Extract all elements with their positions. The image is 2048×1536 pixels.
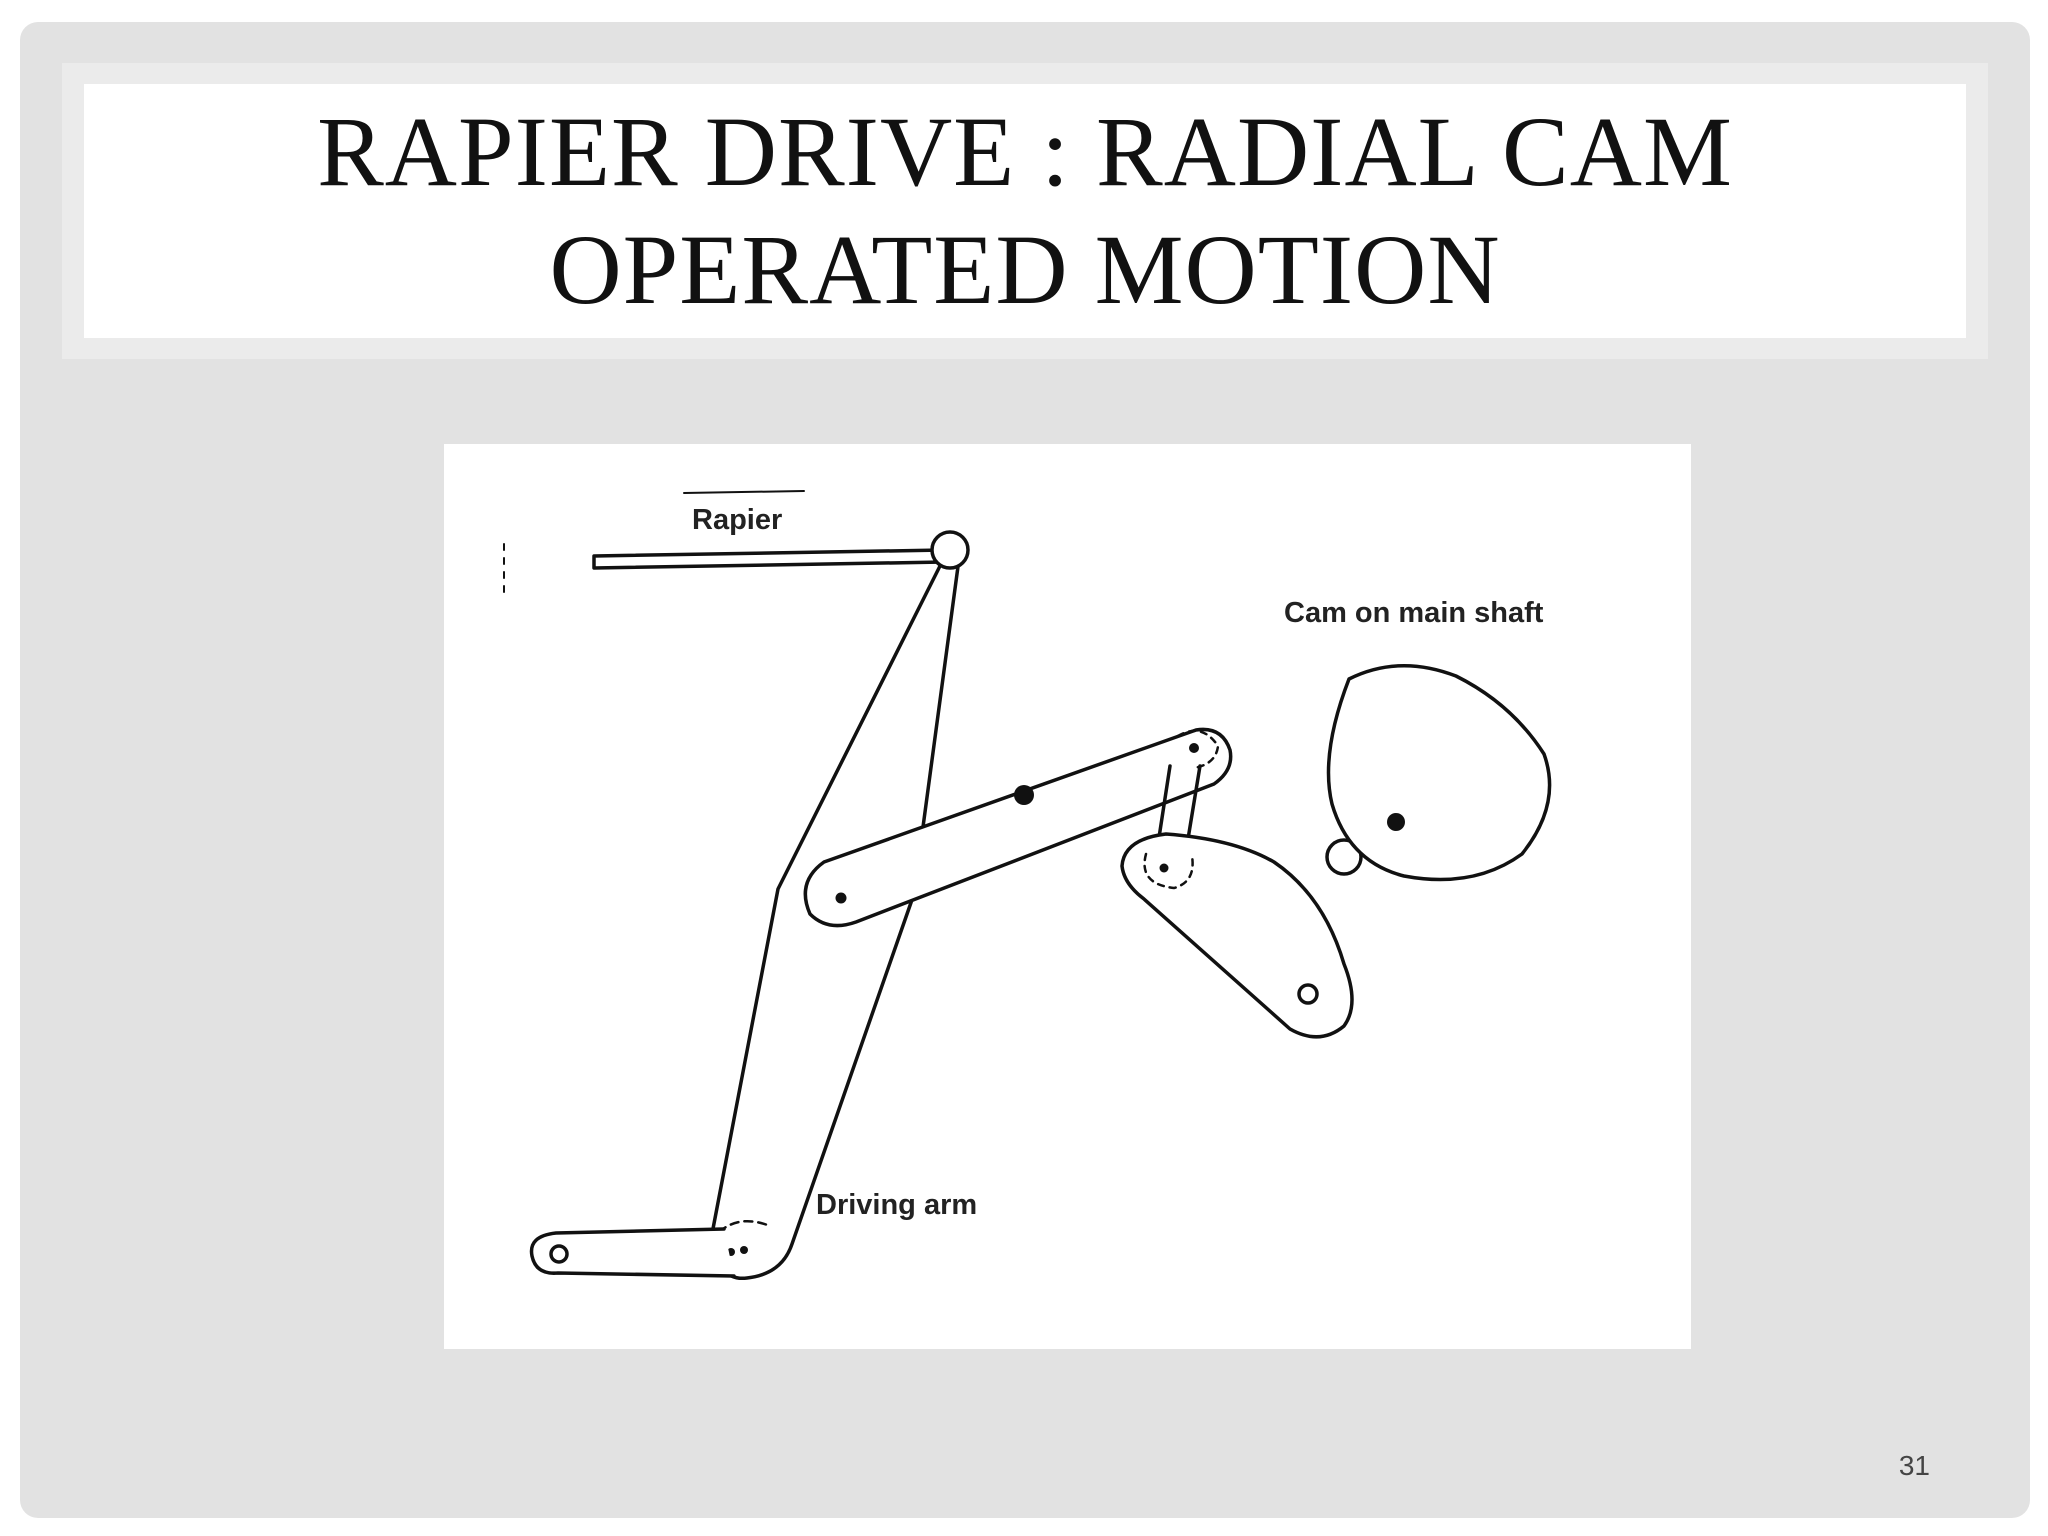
slide-title: RAPIER DRIVE : RADIAL CAM OPERATED MOTIO…: [317, 93, 1733, 329]
title-line-1: RAPIER DRIVE : RADIAL CAM: [317, 96, 1733, 207]
title-box: RAPIER DRIVE : RADIAL CAM OPERATED MOTIO…: [84, 84, 1966, 338]
mechanism-figure: Rapier Cam on main shaft Driving arm: [444, 444, 1691, 1349]
page-number: 31: [1898, 1450, 1930, 1481]
cam-label: Cam on main shaft: [1284, 597, 1544, 629]
base-link: [529, 1227, 736, 1278]
rapier-label: Rapier: [692, 504, 782, 536]
driving-arm-label: Driving arm: [816, 1189, 977, 1221]
mechanism-diagram: Rapier Cam on main shaft Driving arm: [503, 490, 1552, 1280]
cam-disc: [1326, 663, 1552, 882]
title-line-2: OPERATED MOTION: [549, 214, 1501, 325]
connecting-link: [803, 727, 1233, 928]
cam-follower-lever: [1120, 832, 1363, 1039]
short-link: [1156, 764, 1202, 846]
